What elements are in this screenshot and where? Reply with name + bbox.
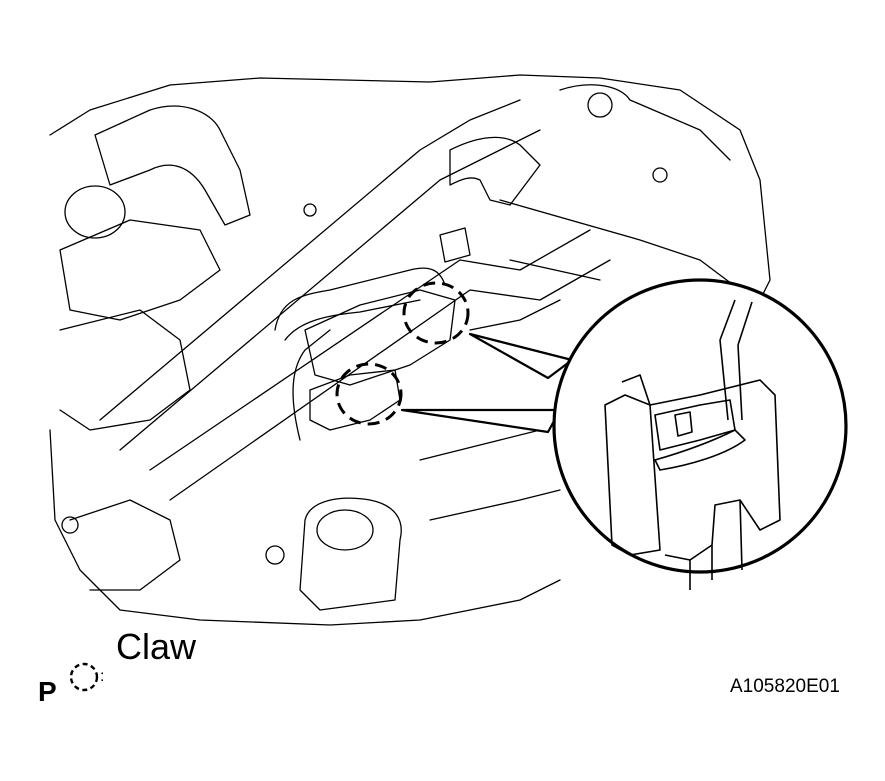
left-lower-body [59, 309, 191, 431]
diagonal-rail-3 [99, 99, 521, 421]
detail-release-tool [654, 429, 746, 471]
right-manifold-3 [469, 299, 561, 331]
figure-code: A105820E01 [730, 676, 840, 697]
engine-bay-lower-outline [49, 429, 561, 626]
bolt-right-mid [652, 167, 668, 183]
callout-leader-lower [400, 408, 562, 434]
detail-circle [552, 278, 848, 574]
legend-mark-p: P [38, 676, 57, 707]
bolt-lower [265, 545, 285, 565]
wire-harness-loop-1 [274, 267, 446, 331]
right-manifold-2 [509, 259, 601, 281]
central-upper-hose [449, 136, 541, 206]
bolt-right-top [587, 92, 613, 118]
detail-view [552, 278, 848, 590]
dashed-circle-icon: : [69, 662, 104, 692]
left-cap [64, 185, 126, 239]
detail-connector-body [604, 394, 661, 556]
upper-right-hose [559, 84, 731, 161]
legend-separator: : [100, 668, 104, 685]
wire-harness-loop-2 [284, 299, 421, 341]
diagonal-rail-2 [169, 259, 611, 501]
detail-claw-inner [674, 411, 693, 437]
right-manifold-4 [419, 429, 541, 461]
engine-bay-outline [49, 74, 771, 301]
right-square-connector [439, 227, 471, 263]
callout-leader-upper [468, 332, 574, 380]
connector-block [304, 289, 456, 386]
detail-wires [689, 499, 743, 590]
diagonal-rail-1 [149, 229, 591, 471]
bolt-mid-upper [303, 203, 317, 217]
lower-bolt-body [299, 497, 402, 611]
right-manifold-1 [499, 199, 741, 291]
detail-screwdriver-1 [719, 299, 753, 346]
right-manifold-5 [429, 489, 561, 521]
upper-left-hose [94, 105, 251, 226]
left-bracket [59, 219, 221, 321]
bolt-left [61, 516, 79, 534]
detail-screwdriver-2 [719, 339, 743, 421]
legend-claw-label: Claw [116, 626, 197, 667]
wire-harness-loop-3 [292, 329, 331, 441]
claw-location-lower [335, 362, 403, 426]
lower-left-bracket [69, 499, 181, 591]
lower-boss [316, 509, 374, 551]
detail-connector-top [621, 374, 651, 406]
claw-location-upper [402, 281, 470, 345]
connector-block-lower [309, 369, 401, 431]
